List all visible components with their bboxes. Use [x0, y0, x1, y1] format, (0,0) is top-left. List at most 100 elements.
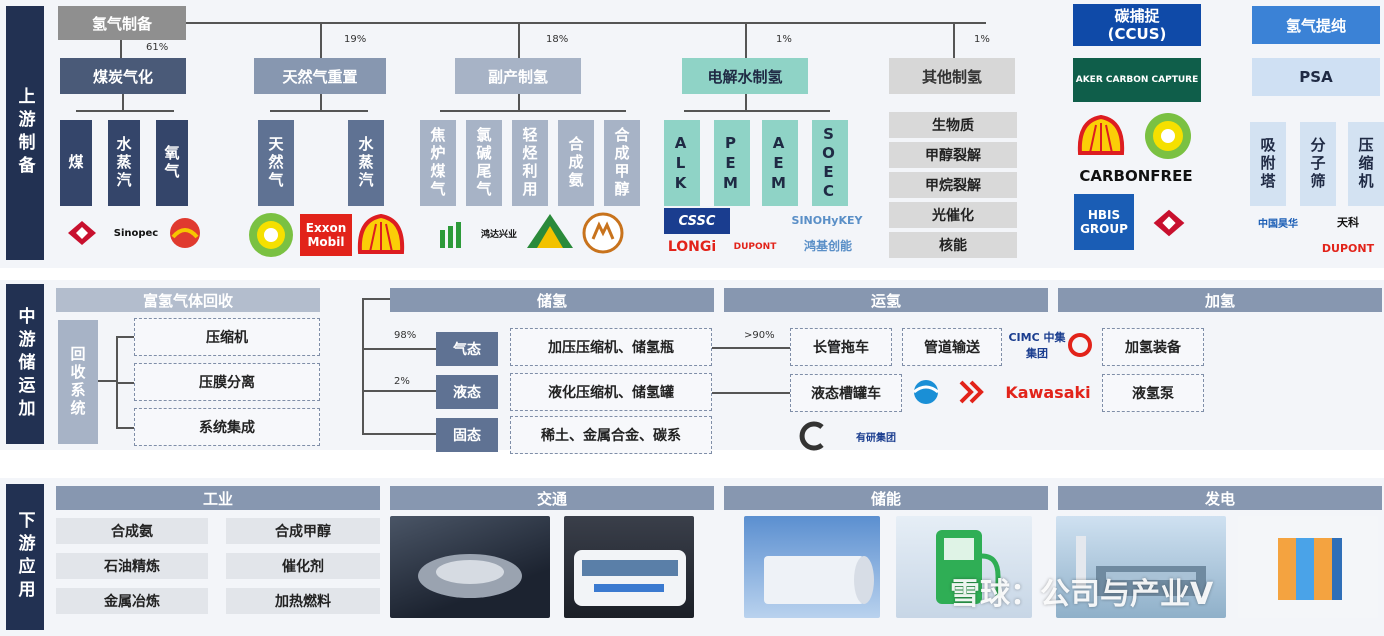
logo-sinohykey: SINOHyKEY: [791, 213, 863, 227]
byproduct-item-methanol: 合成甲醇: [604, 120, 640, 206]
logo-hbis: HBIS GROUP: [1074, 194, 1134, 250]
recovery-title: 富氢气体回收: [56, 288, 320, 312]
connector: [518, 94, 520, 110]
branch-electrolysis: 电解水制氢: [682, 58, 808, 94]
recovery-item-integration: 系统集成: [134, 408, 320, 446]
coal-item-steam: 水蒸汽: [108, 120, 140, 206]
logo-youyan: 有研集团: [856, 432, 896, 444]
logo-sinopec: Sinopec: [113, 227, 159, 239]
logo-china-energy: [56, 208, 108, 258]
logo-longi: LONGi: [667, 239, 717, 255]
pct-other: 1%: [974, 34, 990, 45]
refuel-equipment: 加氢装备: [1102, 328, 1204, 366]
pct-electro: 1%: [776, 34, 792, 45]
byproduct-item-coke-gas: 焦炉煤气: [420, 120, 456, 206]
logo-bp-ccus: [1140, 108, 1196, 164]
state-gaseous: 气态: [436, 332, 498, 366]
electro-item-pem: PEM: [714, 120, 750, 206]
connector: [684, 110, 830, 112]
state-liquid-desc: 液化压缩机、储氢罐: [510, 373, 712, 411]
logo-byproduct-1: [432, 212, 476, 258]
state-solid-desc: 稀土、金属合金、碳系: [510, 416, 712, 454]
connector: [320, 94, 322, 110]
coal-item-coal: 煤: [60, 120, 92, 206]
logo-carbonfree: CARBONFREE: [1079, 167, 1193, 185]
refuel-liquid-pump: 液氢泵: [1102, 374, 1204, 412]
connector: [116, 336, 134, 338]
connector: [116, 382, 134, 384]
logo-shell-ccus: [1074, 110, 1128, 162]
purify-item-compressor: 压缩机: [1348, 122, 1384, 206]
logo-petrochina: [162, 208, 208, 258]
pct-coal: 61%: [146, 42, 169, 53]
logo-dupont-upstream: DUPONT: [733, 242, 777, 252]
logo-transport-2: [906, 374, 946, 410]
byproduct-item-light-hydrocarbon: 轻烃利用: [512, 120, 548, 206]
power-image-fuel-cell: [1238, 516, 1378, 618]
connector: [122, 94, 124, 110]
purify-item-adsorption-tower: 吸附塔: [1250, 122, 1286, 206]
connector: [320, 22, 322, 58]
coal-item-oxygen: 氧气: [156, 120, 188, 206]
connector: [362, 298, 364, 434]
logo-hongji: 鸿基创能: [803, 238, 852, 253]
logo-tianke: 天科: [1337, 216, 1359, 229]
other-item-photocatalysis: 光催化: [889, 202, 1017, 228]
section-downstream: 下游应用: [6, 484, 44, 630]
storage-image-tank: [744, 516, 880, 618]
industry-metallurgy: 金属冶炼: [56, 588, 208, 614]
pct-gas: 19%: [344, 34, 367, 45]
pct-tube-trailer: >90%: [744, 330, 775, 341]
connector: [745, 94, 747, 110]
transport-pipeline: 管道输送: [902, 328, 1002, 366]
byproduct-item-chlor-alkali: 氯碱尾气: [466, 120, 502, 206]
connector: [712, 347, 790, 349]
pct-gaseous: 98%: [394, 330, 417, 341]
connector: [953, 22, 955, 58]
other-item-methanol-cracking: 甲醇裂解: [889, 142, 1017, 168]
logo-dupont-purify: DUPONT: [1321, 241, 1375, 255]
electro-item-soec: SOEC: [812, 120, 848, 206]
connector: [120, 40, 122, 58]
connector: [76, 110, 174, 112]
refuel-title: 加氢: [1058, 288, 1382, 312]
connector: [362, 433, 436, 435]
ccus-title: 碳捕捉 (CCUS): [1073, 4, 1201, 46]
industry-methanol: 合成甲醇: [226, 518, 380, 544]
transport-tube-trailer: 长管拖车: [790, 328, 892, 366]
electro-item-alk: ALK: [664, 120, 700, 206]
purification-title: 氢气提纯: [1252, 6, 1380, 44]
psa-box: PSA: [1252, 58, 1380, 96]
logo-bp: [244, 208, 298, 262]
power-image-plant: [1056, 516, 1226, 618]
storage-image-station: [896, 516, 1032, 618]
logo-kawasaki: Kawasaki: [1005, 382, 1091, 402]
connector: [362, 390, 436, 392]
connector: [440, 110, 626, 112]
connector: [712, 392, 790, 394]
branch-byproduct: 副产制氢: [455, 58, 581, 94]
logo-cimc-badge: [1066, 328, 1094, 362]
connector: [518, 22, 520, 58]
branch-natural-gas: 天然气重置: [254, 58, 386, 94]
power-title: 发电: [1058, 486, 1382, 510]
energy-storage-title: 储能: [724, 486, 1048, 510]
logo-haohua: 中国昊华: [1258, 218, 1298, 230]
section-upstream: 上游制备: [6, 6, 44, 260]
recovery-item-membrane: 压膜分离: [134, 363, 320, 401]
state-gaseous-desc: 加压压缩机、储氢瓶: [510, 328, 712, 366]
recovery-item-compressor: 压缩机: [134, 318, 320, 356]
logo-china-energy-ccus: [1140, 196, 1198, 250]
logo-shell: [354, 208, 408, 262]
state-solid: 固态: [436, 418, 498, 452]
logo-cimc: CIMC 中集集团: [1008, 331, 1066, 360]
gas-item-steam: 水蒸汽: [348, 120, 384, 206]
connector: [362, 348, 436, 350]
connector: [98, 380, 116, 382]
logo-transport-3: [950, 374, 992, 410]
section-midstream: 中游储运加: [6, 284, 44, 444]
branch-other: 其他制氢: [889, 58, 1015, 94]
purify-item-molecular-sieve: 分子筛: [1300, 122, 1336, 206]
watermark: 雪球：公司与产业V: [950, 577, 1214, 612]
transport-title: 运氢: [724, 288, 1048, 312]
